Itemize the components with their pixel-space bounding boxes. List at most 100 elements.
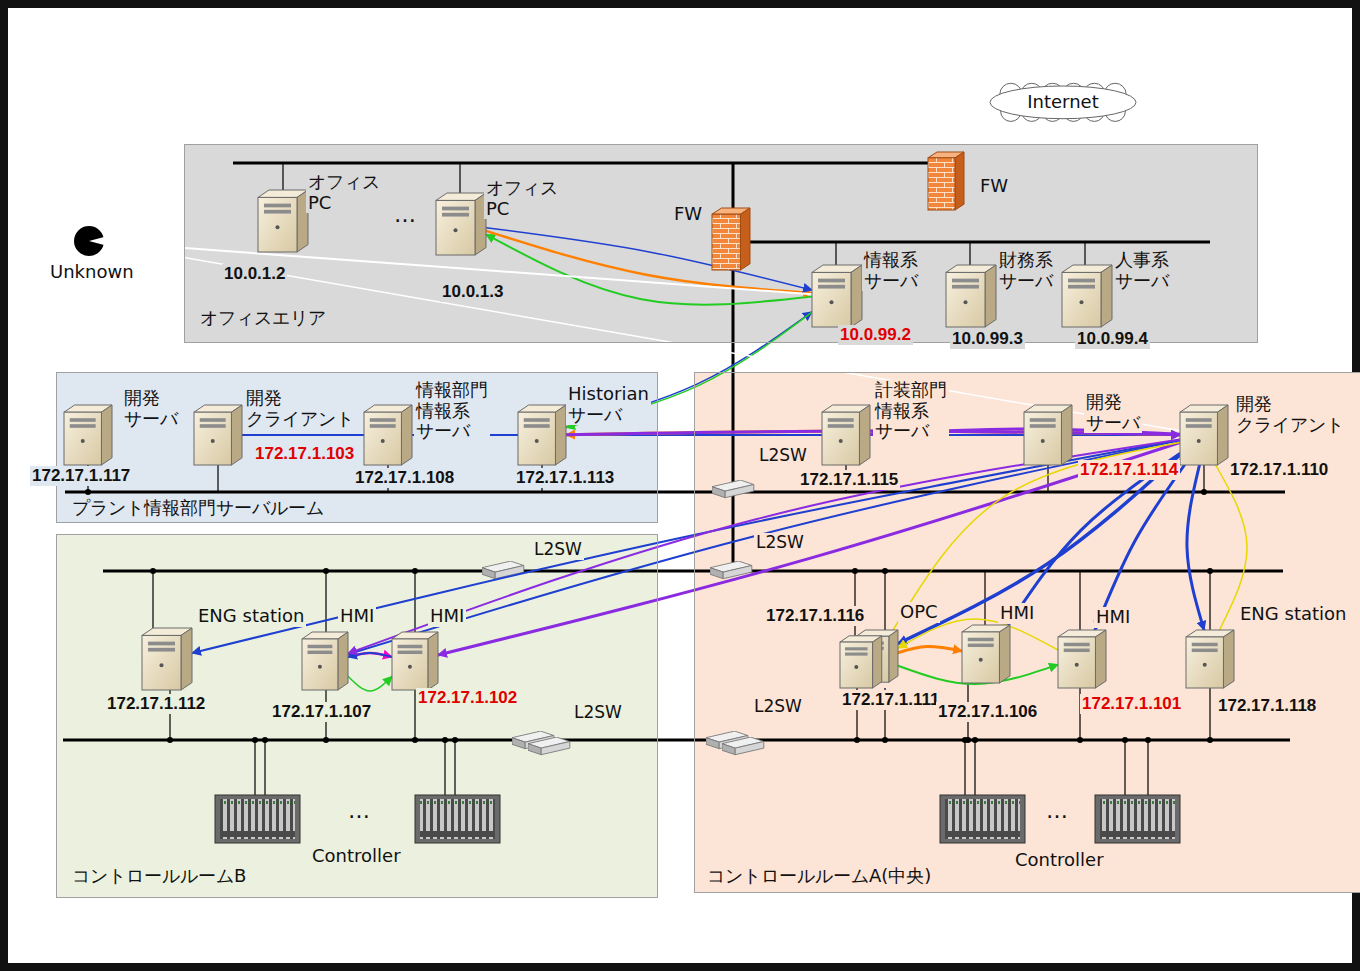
server-host-shape	[962, 625, 1010, 683]
zone-title: プラント情報部門サーバルーム	[70, 498, 326, 519]
server-host-shape	[142, 628, 192, 690]
server-host-shape	[436, 193, 486, 255]
host-name: Controller	[310, 846, 403, 867]
host-name: オフィス PC	[484, 178, 560, 219]
server-host: 開発 サーバ172.17.1.117	[64, 405, 112, 465]
server-host: 情報部門 情報系 サーバ172.17.1.108	[364, 405, 412, 465]
traffic-arrow	[1008, 454, 1180, 625]
host-name: 情報系 サーバ	[862, 250, 920, 291]
server-host: ENG station172.17.1.112	[142, 628, 192, 690]
server-host: 財務系 サーバ10.0.99.3	[946, 265, 996, 327]
server-host: Historian サーバ172.17.1.113	[518, 405, 566, 465]
firewall: FW	[712, 208, 750, 270]
server-host: HMI172.17.1.106	[962, 625, 1010, 683]
traffic-arrow	[566, 312, 812, 427]
ip-address: 172.17.1.115	[798, 470, 900, 490]
ip-address: 172.17.1.118	[1216, 696, 1318, 716]
host-name: 情報部門 情報系 サーバ	[414, 380, 490, 442]
traffic-arrow	[486, 228, 812, 290]
server-host-shape	[822, 405, 870, 465]
ip-address: 172.17.1.106	[936, 702, 1039, 722]
server-host-shape	[392, 632, 438, 690]
ip-address: 172.17.1.103	[253, 444, 356, 464]
traffic-arrow	[192, 440, 1180, 653]
host-name: 人事系 サーバ	[1113, 250, 1171, 291]
zone-area: コントロールルームBENG station172.17.1.112HMI172.…	[57, 535, 657, 897]
server-host: HMI172.17.1.102	[392, 632, 438, 690]
host-name: Internet	[1025, 92, 1100, 113]
host-name: HMI	[1094, 607, 1132, 628]
zone-title: オフィスエリア	[198, 308, 328, 329]
ellipsis-mark: …	[392, 202, 418, 227]
traffic-arrow	[348, 653, 392, 657]
unknown-host-shape	[74, 226, 104, 256]
switch-label: L2SW	[757, 446, 809, 466]
host-name: 計装部門 情報系 サーバ	[873, 380, 949, 442]
traffic-arrow	[898, 646, 962, 652]
traffic-arrow	[566, 312, 812, 427]
server-host: 人事系 サーバ10.0.99.4	[1062, 265, 1112, 327]
host-name: 開発 サーバ	[1084, 392, 1142, 433]
host-name: オフィス PC	[306, 172, 382, 213]
ip-address: 172.17.1.113	[514, 468, 616, 488]
server-host: 開発 クライアント172.17.1.103	[194, 405, 242, 465]
traffic-arrow	[1187, 465, 1204, 630]
ellipsis-mark: …	[346, 798, 372, 823]
server-host: 開発 クライアント172.17.1.110	[1180, 405, 1228, 465]
host-name: FW	[978, 176, 1010, 197]
server-host-shape	[1062, 265, 1112, 327]
traffic-arrow	[104, 244, 1180, 431]
traffic-arrow	[348, 653, 392, 657]
host-name: ENG station	[196, 606, 306, 627]
server-host: ENG station172.17.1.118	[1186, 630, 1234, 688]
server-pair-shape	[840, 630, 898, 688]
host-name: 開発 クライアント	[244, 388, 356, 429]
firewall-shape	[928, 152, 964, 210]
ip-address: 172.17.1.101	[1080, 694, 1183, 714]
ip-address: 172.17.1.107	[270, 702, 373, 722]
ip-address: 10.0.1.2	[222, 264, 287, 284]
server-host: 開発 サーバ172.17.1.114	[1024, 405, 1072, 465]
host-name: OPC	[898, 602, 940, 623]
switch-label: L2SW	[752, 697, 804, 717]
ip-address: 10.0.1.3	[440, 282, 505, 302]
server-host-shape	[946, 265, 996, 327]
host-name: Historian サーバ	[566, 384, 651, 425]
ip-address: 172.17.1.114	[1078, 460, 1180, 480]
server-host-shape	[1186, 630, 1234, 688]
traffic-arrow	[898, 455, 1180, 644]
host-name: 開発 クライアント	[1234, 394, 1346, 435]
traffic-arrow	[486, 231, 812, 293]
server-host-shape	[812, 265, 862, 327]
traffic-arrow	[486, 234, 812, 304]
traffic-arrow	[348, 440, 1180, 654]
host-name: ENG station	[1238, 604, 1348, 625]
firewall: FW	[928, 152, 964, 210]
ip-address: 172.17.1.116	[764, 606, 866, 626]
zone-title: コントロールルームA(中央)	[705, 866, 933, 887]
unknown-host: Unknown	[74, 226, 104, 256]
server-host-shape	[1024, 405, 1072, 465]
server-host: 計装部門 情報系 サーバ172.17.1.115	[822, 405, 870, 465]
server-host-shape	[1180, 405, 1228, 465]
switch-label: L2SW	[572, 703, 624, 723]
host-name: 開発 サーバ	[122, 388, 180, 429]
switch-label: L2SW	[532, 540, 584, 560]
switch-label: L2SW	[754, 533, 806, 553]
host-name: Controller	[1013, 850, 1106, 871]
ip-address: 172.17.1.108	[353, 468, 456, 488]
server-host-shape	[364, 405, 412, 465]
server-host-shape	[1058, 630, 1106, 688]
host-name: HMI	[338, 606, 376, 627]
zone-area: プラント情報部門サーバルーム 開発 サーバ172.17.1.117 開発 クライアン…	[57, 373, 657, 522]
zone-title: コントロールルームB	[70, 866, 248, 887]
ellipsis-mark: …	[1044, 798, 1070, 823]
server-host-shape	[258, 190, 308, 252]
server-host-shape	[518, 405, 566, 465]
host-name: HMI	[428, 606, 466, 627]
host-name: 財務系 サーバ	[997, 250, 1055, 291]
ip-address: 172.17.1.110	[1228, 460, 1330, 480]
ip-address: 10.0.99.4	[1075, 329, 1150, 349]
traffic-arrow	[438, 443, 1180, 656]
server-host: 情報系 サーバ10.0.99.2	[812, 265, 862, 327]
